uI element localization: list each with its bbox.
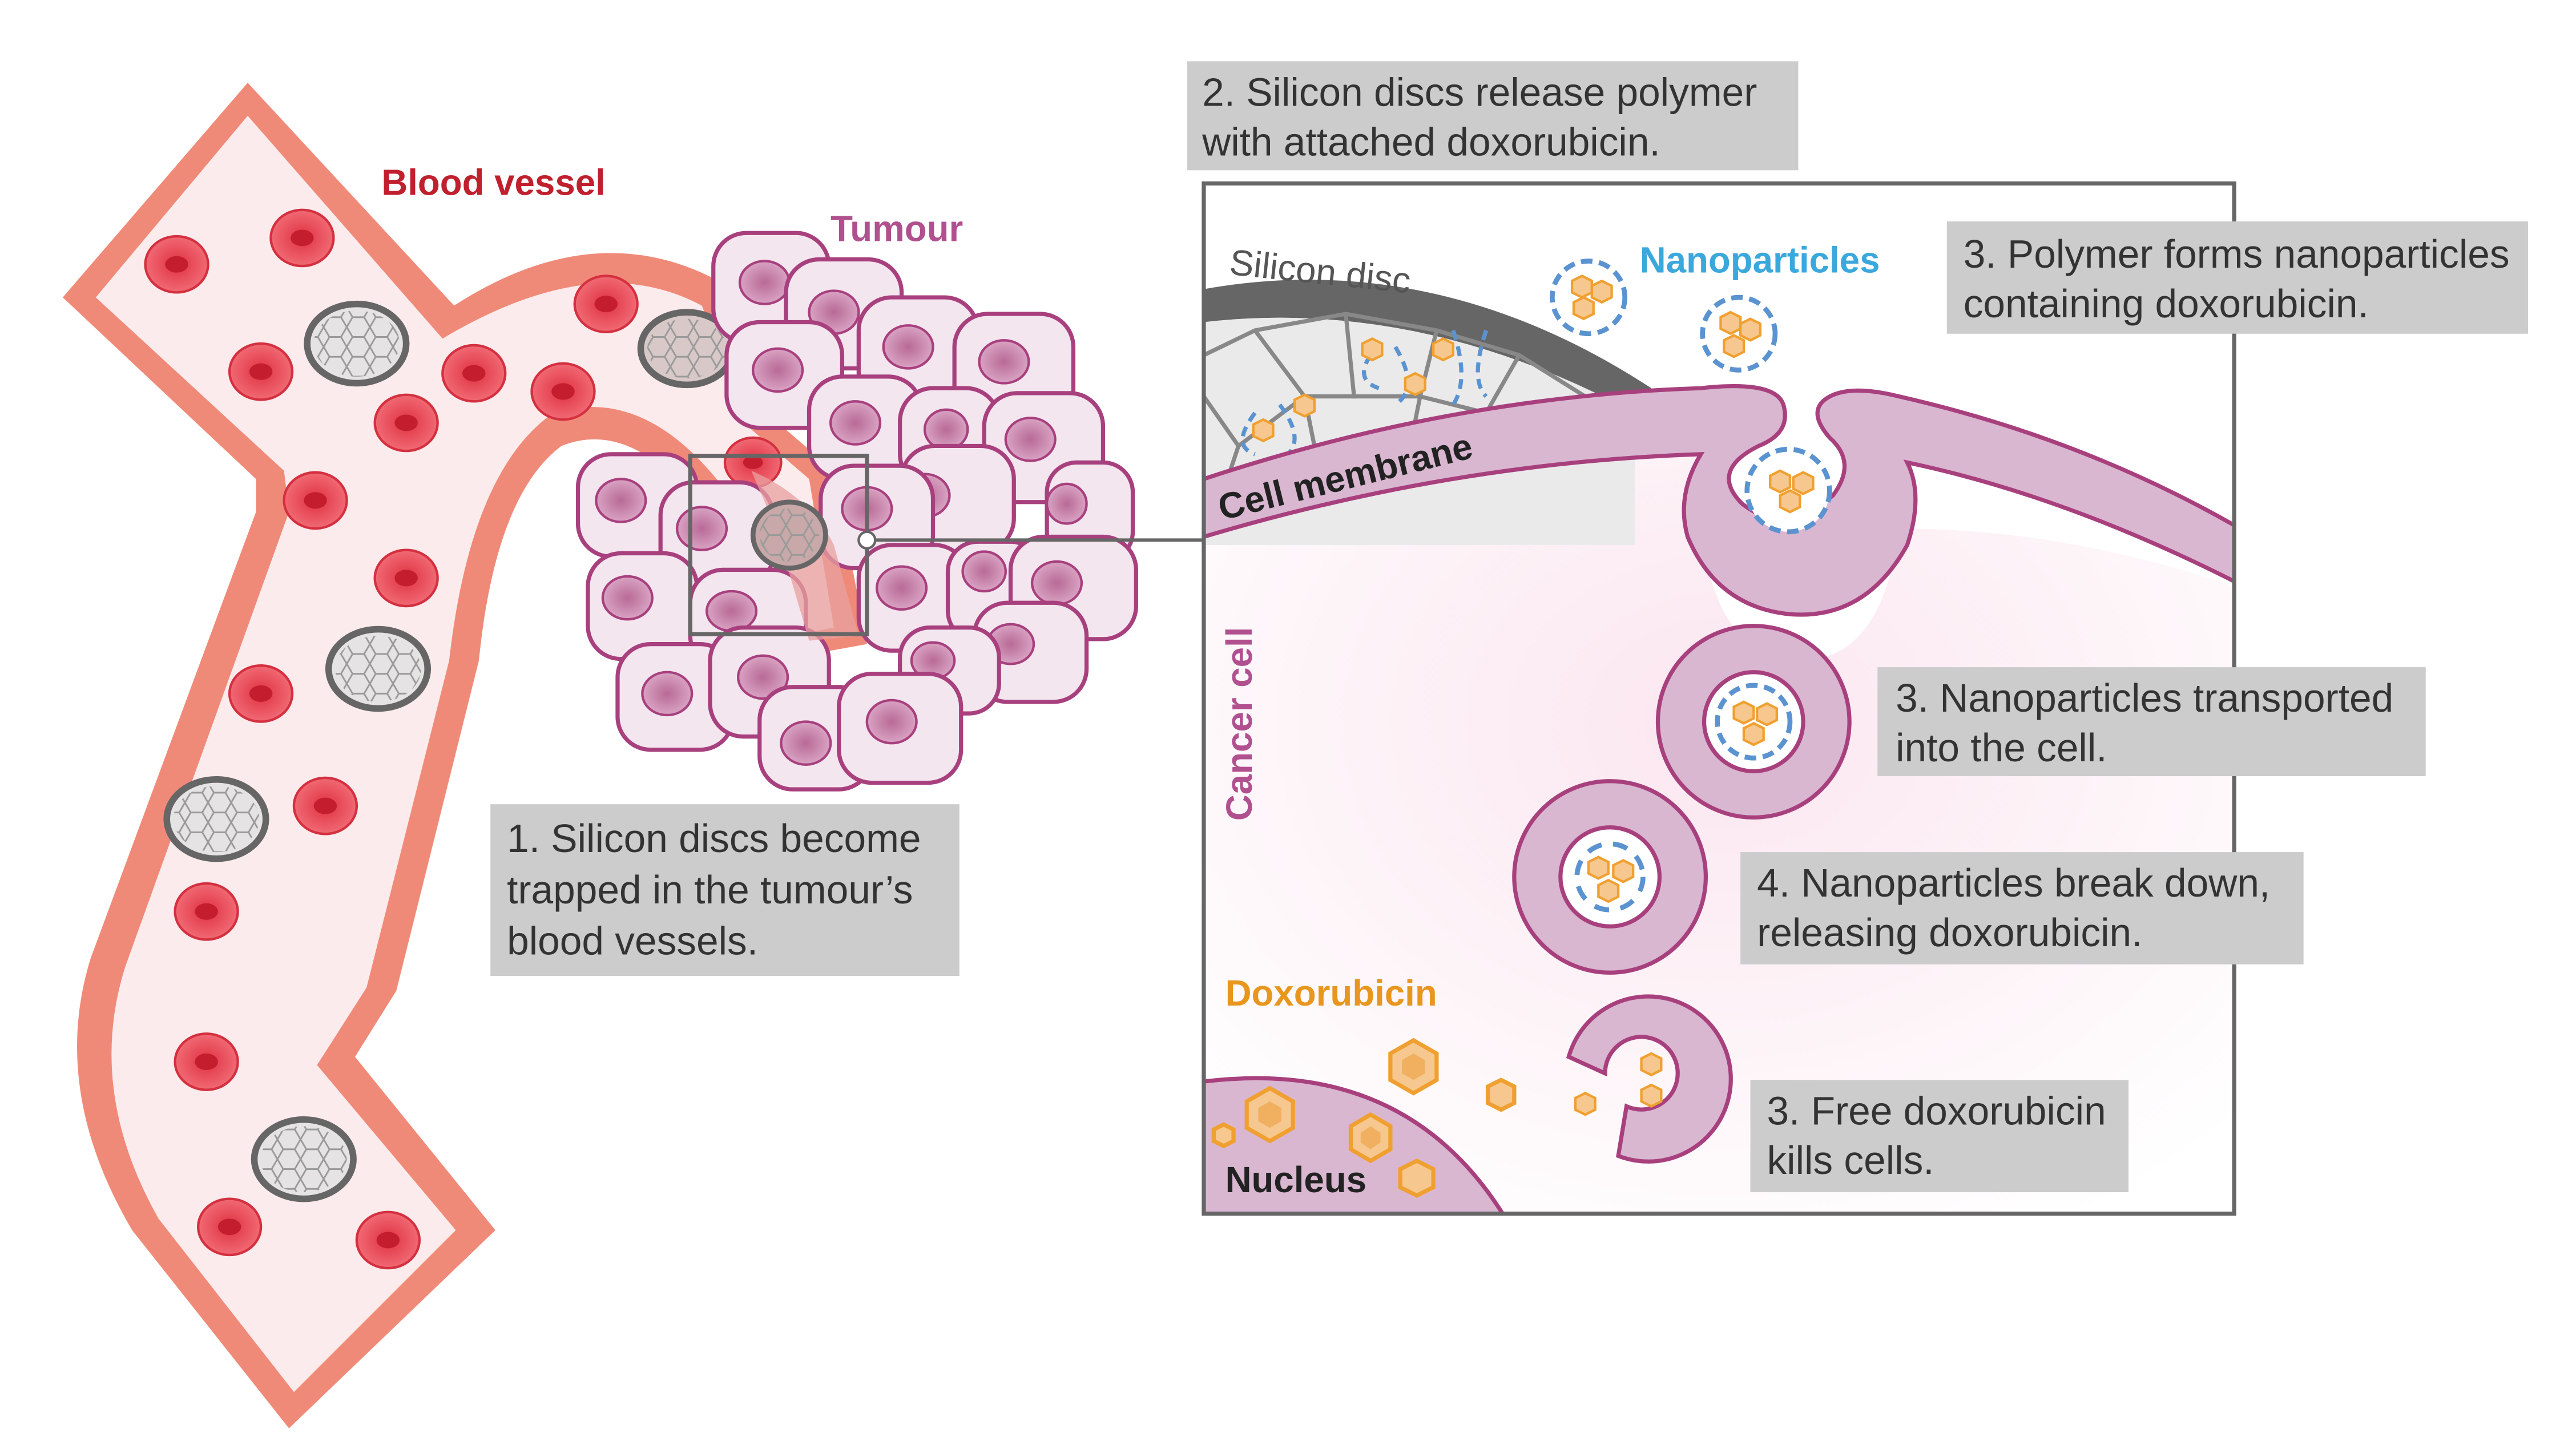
red-blood-cell [174, 1032, 239, 1091]
zoom-connector-dot [857, 530, 877, 550]
svg-text:1. Silicon discs become: 1. Silicon discs become [507, 816, 921, 861]
nanoparticle-entering [1744, 446, 1832, 535]
red-blood-cell [196, 1197, 263, 1257]
red-blood-cell [269, 208, 335, 268]
endosome-vesicle-breaking [1512, 779, 1708, 975]
red-blood-cell [373, 548, 439, 608]
red-blood-cell [355, 1210, 421, 1270]
cell-membrane [1203, 384, 2235, 617]
red-blood-cell [373, 393, 439, 453]
zoomed-cell-view [1202, 181, 2236, 1216]
caption-step-3-transport: 3. Nanoparticles transported into the ce… [1877, 667, 2426, 777]
svg-text:releasing doxorubicin.: releasing doxorubicin. [1757, 910, 2142, 955]
caption-step-3-polymer: 3. Polymer forms nanoparticles containin… [1946, 221, 2529, 334]
tumour [575, 231, 1138, 792]
silicon-discs-in-vessel [163, 300, 737, 1202]
caption-step-2: 2. Silicon discs release polymer with at… [1187, 61, 1799, 171]
vessel-lumen [95, 115, 834, 1392]
doxorubicin-molecules [1211, 1038, 1517, 1198]
red-blood-cell [530, 362, 596, 421]
red-blood-cell [283, 471, 348, 530]
red-blood-cell [573, 275, 639, 333]
red-blood-cell [228, 664, 294, 723]
svg-text:trapped in the tumour’s: trapped in the tumour’s [507, 867, 913, 912]
blood-vessel-label: Blood vessel [381, 163, 605, 203]
svg-text:3. Nanoparticles transported: 3. Nanoparticles transported [1896, 676, 2393, 720]
blood-vessel [62, 82, 867, 1428]
red-blood-cell [144, 235, 209, 294]
svg-text:blood vessels.: blood vessels. [507, 918, 758, 963]
nanoparticle [1700, 294, 1778, 373]
red-blood-cell [228, 342, 294, 401]
tumour-cell [837, 672, 964, 785]
red-blood-cell [441, 344, 507, 403]
svg-text:into the cell.: into the cell. [1896, 725, 2107, 770]
svg-text:with attached doxorubicin.: with attached doxorubicin. [1202, 119, 1660, 164]
cancer-cell-label: Cancer cell [1219, 627, 1260, 821]
doxorubicin-molecule [1398, 1159, 1436, 1198]
doxorubicin-molecule [1211, 1122, 1236, 1149]
nanoparticle [1550, 259, 1628, 337]
caption-step-1: 1. Silicon discs become trapped in the t… [490, 804, 960, 976]
red-blood-cell [723, 436, 783, 489]
caption-step-3-free-doxorubicin: 3. Free doxorubicin kills cells. [1750, 1080, 2129, 1193]
svg-text:3. Polymer forms nanoparticles: 3. Polymer forms nanoparticles [1964, 232, 2510, 276]
doxorubicin-molecule [1485, 1077, 1517, 1112]
svg-text:3. Free doxorubicin: 3. Free doxorubicin [1767, 1088, 2106, 1133]
caption-step-4: 4. Nanoparticles break down, releasing d… [1740, 852, 2304, 964]
red-blood-cell [174, 882, 239, 941]
endosome-vesicle-open [1566, 994, 1733, 1164]
svg-text:kills cells.: kills cells. [1767, 1138, 1934, 1182]
svg-text:4. Nanoparticles break down,: 4. Nanoparticles break down, [1757, 861, 2270, 905]
nanoparticles-label: Nanoparticles [1640, 240, 1880, 281]
nucleus-label: Nucleus [1225, 1160, 1367, 1200]
tumour-cell [972, 600, 1089, 704]
red-blood-cell [292, 776, 358, 835]
doxorubicin-label: Doxorubicin [1225, 973, 1437, 1014]
tumour-cell [615, 641, 736, 752]
endosome-vesicle [1655, 624, 1852, 820]
tumour-label: Tumour [831, 209, 963, 249]
silicon-disc-shape [1203, 280, 1651, 413]
svg-text:containing doxorubicin.: containing doxorubicin. [1964, 281, 2369, 326]
svg-text:2. Silicon discs release polym: 2. Silicon discs release polymer [1202, 70, 1757, 114]
